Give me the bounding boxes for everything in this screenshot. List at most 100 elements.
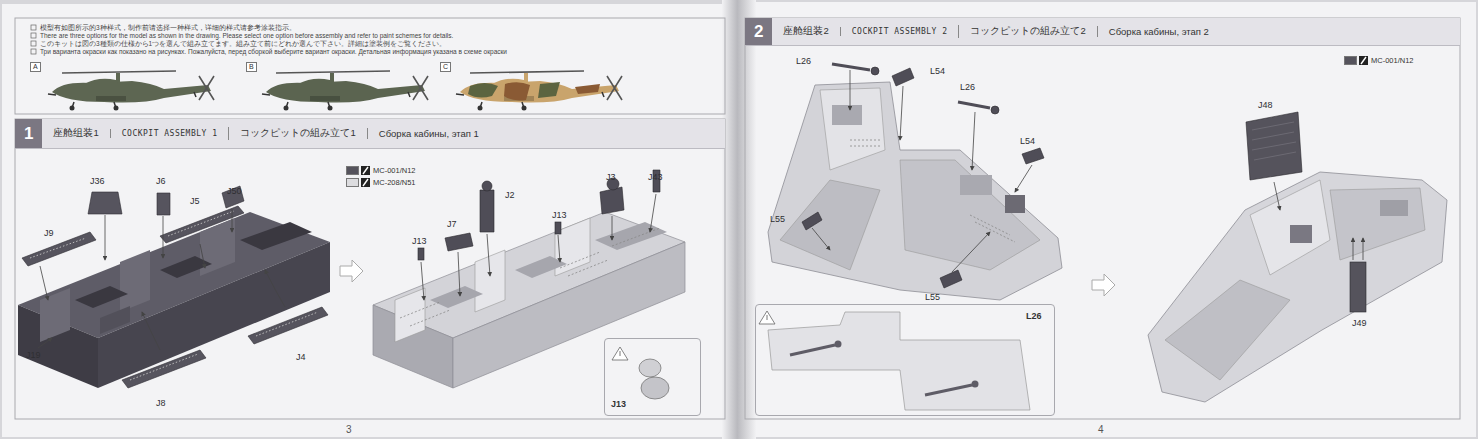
note-checkboxes-shape [31,25,36,30]
leader-lines-step2-shape [850,70,851,110]
part-number: J13 [412,236,427,247]
dark-parts [22,186,328,388]
j48-j49-parts-shape [1353,238,1354,260]
legend-item: MC-001/N12 [1344,56,1414,65]
helicopter-options-shape [262,71,428,111]
cockpit-tub-step2-done-shape [1250,180,1330,275]
inset-part-number: J13 [611,399,626,409]
cockpit-tub-dark-shape [75,286,128,308]
part-number: J2 [505,190,515,201]
part-number: J9 [44,228,54,239]
brush-icon [361,166,370,175]
part-number: J6 [156,176,166,187]
step-header: 2座舱组装2COCKPIT ASSEMBLY 2コックピットの組み立て2Сбор… [745,18,1460,46]
step-header: 1座舱组装1COCKPIT ASSEMBLY 1コックピットの組み立て1Сбор… [15,119,725,149]
cockpit-tub-light-shape [515,256,567,278]
part-number: J19 [26,350,41,361]
dark-parts-step1-shape [600,187,624,214]
cockpit-tub-light-shape [555,218,590,276]
page-number: 3 [346,424,352,435]
part-number: J43 [648,172,663,183]
cockpit-tub-step2-done-shape [1380,200,1408,216]
brush-icon-ground [1359,56,1368,65]
cockpit-tub-light-shape [430,286,483,308]
cockpit-tub-step2-shape [850,140,1015,242]
j48-j49-parts-shape [1363,238,1364,260]
cockpit-tub-step2-shape [780,180,880,270]
l26-detail-shape [925,385,972,395]
j48-j49-parts-shape [1246,112,1302,180]
l26-detail-shape [759,311,775,324]
dark-parts-step2-shape [802,212,822,230]
j48-j49-parts-shape [1350,262,1366,312]
helicopter-options [48,71,622,111]
leader-lines-step2 [812,70,1032,272]
booklet-pages-shape [15,119,725,419]
j13-detail [612,347,669,399]
legend-item: MC-001/N12 [346,166,416,175]
option-letter: B [246,62,257,72]
dark-parts-step1-shape [480,190,494,232]
cockpit-tub-step2-shape [820,88,885,170]
step-title: 座舱组装2 [772,25,839,38]
note-checkboxes-shape [31,33,36,38]
dark-parts-step1-shape [418,248,424,260]
dark-parts-shape [30,211,318,380]
part-number: L55 [925,292,940,303]
note-text: 模型有如图所示的3种样式，制作前请选择一种样式，详细的样式请参考涂装指示。 [40,24,296,32]
dark-parts-step1-shape [555,222,561,234]
legend-item: MC-208/N51 [346,178,416,187]
detail-inset: L26 [755,304,1055,416]
step-title: Сборка кабины, этап 1 [367,128,490,139]
step-title: コックピットの組み立て1 [228,127,366,140]
part-number: J7 [447,219,457,230]
leader-lines [38,209,285,350]
step-title: Сборка кабины, этап 2 [1097,26,1220,37]
stage-arrow-shape [340,260,363,282]
l26-detail-shape [768,312,1030,410]
cockpit-tub-dark-shape [160,256,212,278]
part-number: J49 [1352,318,1367,329]
cockpit-tub-dark-shape [120,250,150,312]
cockpit-tub-step2-shape [960,175,992,195]
detail-inset: J13 [604,338,701,416]
j13-detail-shape [620,351,621,356]
dark-parts-step2 [802,64,1044,288]
part-number: J50 [227,186,242,197]
cockpit-tub-step2-shape [768,82,1062,300]
legend-text: MC-001/N12 [373,166,416,175]
dark-parts-shape [22,232,96,266]
part-number: L54 [930,66,945,77]
cockpit-tub-step2-shape [832,105,862,125]
cockpit-tub-step2-done [1148,172,1447,402]
leader-lines-shape [265,270,285,307]
helicopter-options-shape [456,71,622,111]
j48-j49-parts [1246,112,1366,312]
leader-lines-shape [105,215,106,260]
dark-parts-step2-shape [1022,148,1044,164]
brush-icon-stroke [1361,57,1366,64]
leader-lines-step1 [421,194,656,300]
dark-parts-step2-shape [871,67,879,75]
part-number: J3 [606,172,616,183]
option-letter: C [440,62,451,72]
cockpit-tub-dark-shape [100,306,130,334]
cockpit-tub-light-shape [400,228,660,326]
leader-lines-step2-shape [812,228,830,250]
part-number: L26 [960,82,975,93]
leader-lines-shape [232,209,233,232]
part-number: L26 [796,56,811,67]
leader-lines-shape [200,244,205,268]
leader-lines-step2-shape [952,232,990,272]
brush-icon [361,178,370,187]
part-number: J5 [190,196,200,207]
color-swatch [1344,56,1357,65]
brush-icon-stroke [363,179,368,186]
j13-detail-shape [639,359,661,377]
booklet-pages-shape [2,4,736,437]
note-text: There are three options for the model as… [40,32,453,40]
step-title: 座舱组装1 [42,127,109,140]
